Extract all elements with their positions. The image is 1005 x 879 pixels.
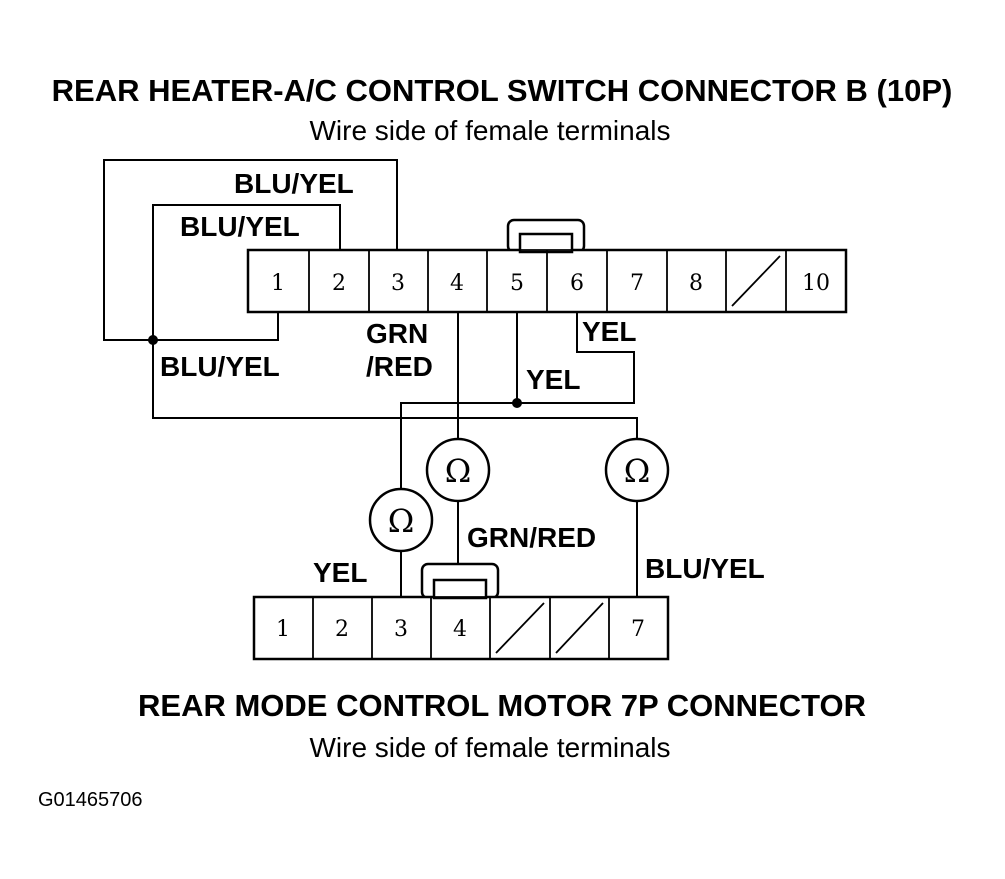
label-grn-red-top-2: /RED <box>366 351 433 382</box>
figure-code: G01465706 <box>38 789 143 811</box>
top-connector-latch-inner <box>518 232 574 254</box>
top-pin-8: 8 <box>689 271 703 296</box>
label-grn-red-top-1: GRN <box>366 318 428 349</box>
bottom-pin-4: 4 <box>453 617 467 642</box>
ohmmeter-circle <box>425 437 491 503</box>
bottom-pin-2: 2 <box>335 617 349 642</box>
top-pin-7: 7 <box>630 271 644 296</box>
ohmmeter-blu-yel: Ω <box>604 437 670 503</box>
wire-blu-yel-pin3 <box>103 159 398 341</box>
ohmmeter-grn-red: Ω <box>425 437 491 503</box>
junction-dot-center <box>512 398 522 408</box>
bottom-connector: 1 2 3 4 7 <box>252 562 670 661</box>
top-pin-3: 3 <box>391 271 405 296</box>
top-pin-5: 5 <box>510 271 524 296</box>
label-yel-pin5: YEL <box>526 364 580 395</box>
label-yel-pin6: YEL <box>582 316 636 347</box>
bottom-pin-7: 7 <box>631 617 645 642</box>
top-pin-6: 6 <box>570 271 584 296</box>
ohm-symbol-icon: Ω <box>445 452 472 490</box>
ohmmeter-circle <box>604 437 670 503</box>
bottom-pin-1: 1 <box>276 617 290 642</box>
wire-blu-yel-pin2 <box>152 204 638 452</box>
ohm-symbol-icon: Ω <box>388 502 415 540</box>
ohm-symbol-icon: Ω <box>624 452 651 490</box>
top-connector: 1 2 3 4 5 6 7 8 10 <box>246 218 848 314</box>
wire-yel-pin6 <box>400 312 635 488</box>
top-pin-4: 4 <box>450 271 464 296</box>
top-pin-1: 1 <box>271 271 285 296</box>
top-empty-cavity <box>731 255 781 307</box>
top-connector-subtitle: Wire side of female terminals <box>309 115 670 146</box>
bottom-connector-subtitle: Wire side of female terminals <box>309 732 670 763</box>
label-blu-yel-bottom: BLU/YEL <box>645 553 765 584</box>
junction-dot-left <box>148 335 158 345</box>
top-connector-title: REAR HEATER-A/C CONTROL SWITCH CONNECTOR… <box>52 73 953 108</box>
ohmmeter-yel: Ω <box>368 487 434 553</box>
label-blu-yel-left: BLU/YEL <box>160 351 280 382</box>
ohmmeter-circle <box>368 487 434 553</box>
label-blu-yel-top: BLU/YEL <box>234 168 354 199</box>
bottom-pin-3: 3 <box>394 617 408 642</box>
label-yel-bottom: YEL <box>313 557 367 588</box>
top-pin-2: 2 <box>332 271 346 296</box>
bottom-connector-latch-inner <box>432 578 488 600</box>
label-grn-red-bottom: GRN/RED <box>467 522 596 553</box>
top-pin-10: 10 <box>802 271 830 296</box>
bottom-connector-title: REAR MODE CONTROL MOTOR 7P CONNECTOR <box>138 688 866 723</box>
label-blu-yel-mid: BLU/YEL <box>180 211 300 242</box>
bottom-empty-cavity <box>495 602 545 654</box>
bottom-empty-cavity <box>555 602 604 654</box>
wires <box>103 159 638 597</box>
